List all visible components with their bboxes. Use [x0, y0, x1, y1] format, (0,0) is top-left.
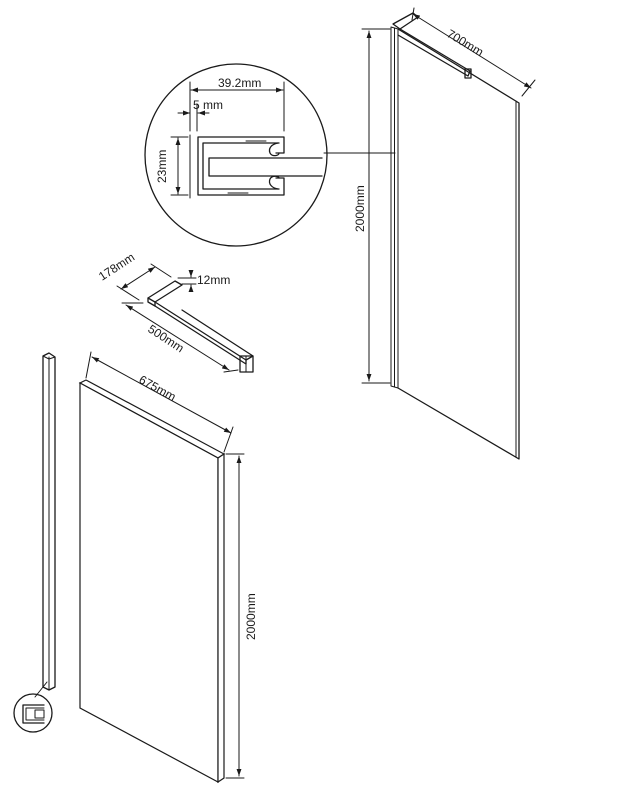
top-width-label: 700mm	[444, 27, 486, 60]
profile-width-label: 39.2mm	[218, 76, 261, 90]
bar-arm-dimension: 178mm	[96, 250, 172, 301]
profile-section-icon	[189, 134, 323, 199]
bottom-height-label: 2000mm	[244, 593, 258, 640]
bar-length-label: 500mm	[145, 322, 186, 356]
profile-height-dimension: 23mm	[155, 136, 189, 196]
detail-circle	[144, 63, 328, 247]
bar-thickness-dimension: 12mm	[177, 270, 230, 292]
bottom-height-dimension: 2000mm	[225, 453, 258, 779]
bar-length-dimension: 500mm	[121, 302, 239, 373]
top-height-label: 2000mm	[353, 185, 367, 232]
bottom-width-label: 675mm	[137, 372, 179, 404]
profile-width-dimension: 39.2mm	[189, 76, 285, 132]
wall-profile-section-detail	[13, 693, 53, 733]
profile-gap-label: 5 mm	[193, 98, 223, 112]
top-glass-panel	[397, 28, 520, 460]
profile-detail: 39.2mm 5 mm 23mm	[144, 63, 328, 247]
bottom-panel-assembly: 675mm 2000mm	[13, 351, 258, 784]
top-width-dimension: 700mm	[411, 7, 536, 97]
top-height-dimension: 2000mm	[353, 28, 391, 384]
stabilizer-bar-part: 178mm 12mm 500mm	[96, 250, 254, 373]
top-panel-assembly: 700mm 2000mm	[323, 7, 536, 460]
bar-thickness-label: 12mm	[197, 273, 230, 287]
profile-height-label: 23mm	[155, 150, 169, 183]
profile-gap-dimension: 5 mm	[177, 98, 223, 132]
bar-arm-label: 178mm	[96, 250, 137, 284]
